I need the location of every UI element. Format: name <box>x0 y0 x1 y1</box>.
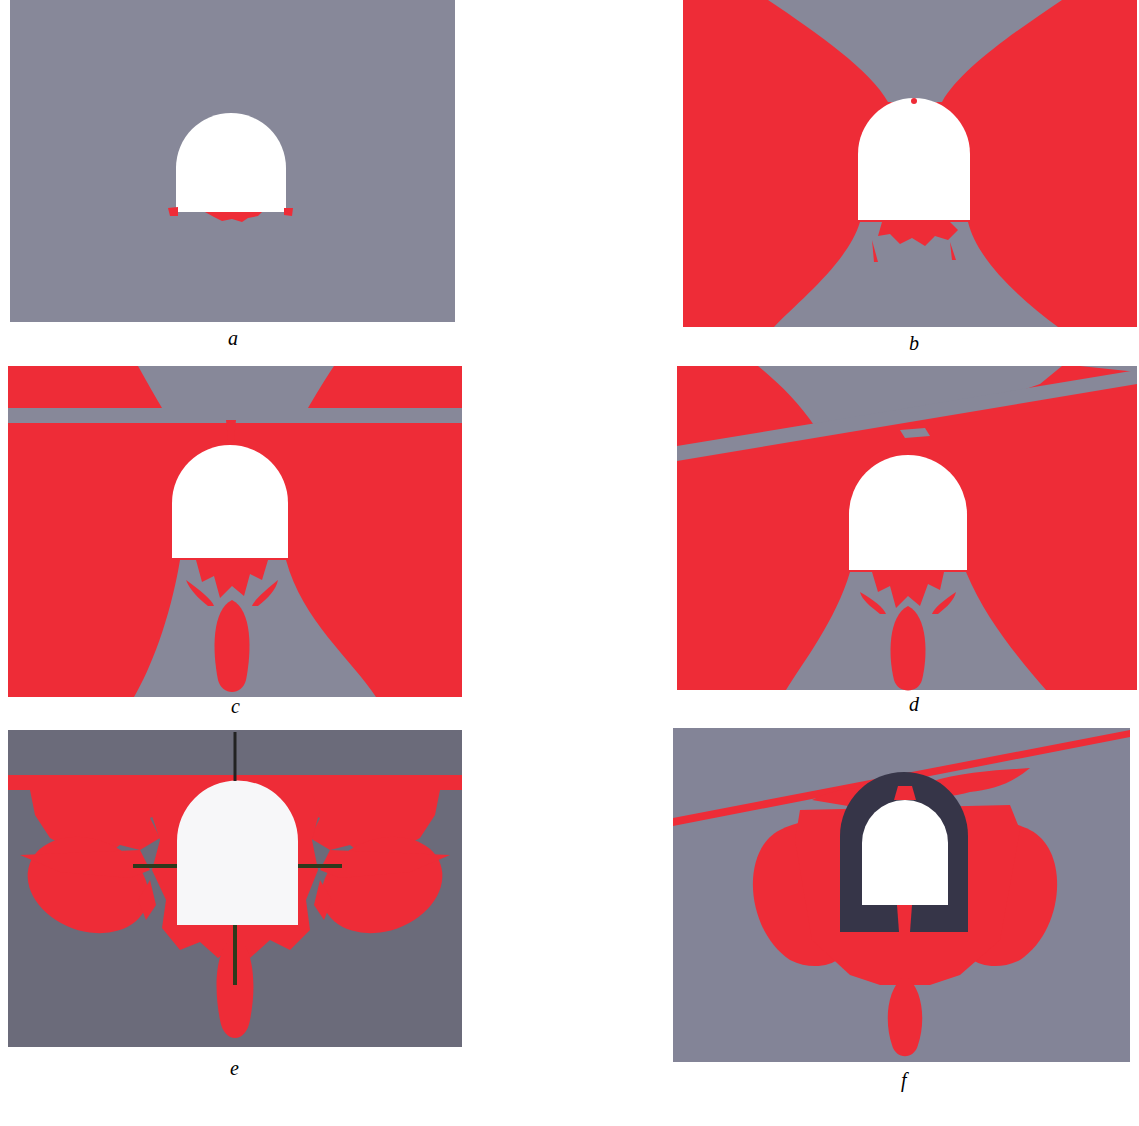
panel-label: b <box>909 332 919 354</box>
zone-shape <box>888 975 922 1056</box>
zone-shape <box>8 730 462 1047</box>
zone-shape <box>860 592 956 614</box>
zone-shape <box>872 572 944 608</box>
zone-shape <box>233 925 237 985</box>
zone-shape <box>234 732 237 781</box>
panel-f <box>673 728 1130 1062</box>
zone-shape <box>677 366 1137 690</box>
zone-shape <box>196 560 268 598</box>
zone-shape <box>176 113 286 212</box>
zone-shape <box>872 240 956 262</box>
zone-shape <box>774 222 1058 327</box>
zone-shape <box>134 560 376 697</box>
zone-shape <box>862 800 948 905</box>
zone-shape <box>172 445 288 558</box>
panel-b <box>683 0 1137 327</box>
zone-shape <box>786 572 1046 690</box>
panel-label: c <box>231 695 240 717</box>
zone-shape <box>683 0 1137 327</box>
zone-shape <box>284 208 293 216</box>
panel-label: f <box>901 1069 907 1091</box>
zone-shape <box>215 600 250 692</box>
zone-shape <box>891 606 926 691</box>
zone-shape <box>298 864 342 868</box>
zone-shape <box>10 0 455 322</box>
zone-shape <box>20 850 150 878</box>
panel-e <box>8 730 462 1047</box>
zone-shape <box>858 98 970 220</box>
zone-shape <box>900 428 930 438</box>
zone-shape <box>308 821 456 950</box>
panel-label: d <box>909 693 919 715</box>
zone-shape <box>673 728 1130 1062</box>
zone-shape <box>168 207 178 216</box>
zone-shape <box>768 0 1062 102</box>
zone-shape <box>133 864 177 868</box>
panel-a <box>10 0 455 322</box>
panel-label: a <box>228 327 238 349</box>
zone-shape <box>1080 366 1137 372</box>
zone-shape <box>840 772 968 932</box>
zone-shape <box>911 98 917 104</box>
zone-shape <box>14 821 162 950</box>
panel-d <box>677 366 1137 691</box>
zone-shape <box>8 366 462 697</box>
zone-shape <box>878 222 958 246</box>
zone-shape <box>677 370 1137 461</box>
zone-shape <box>205 212 262 222</box>
zone-shape <box>897 905 912 932</box>
zone-shape <box>849 455 967 570</box>
panel-c <box>8 366 462 697</box>
zone-shape <box>894 786 916 800</box>
panel-label: e <box>230 1057 239 1079</box>
zone-shape <box>226 420 236 440</box>
zone-shape <box>8 366 462 423</box>
zone-shape <box>177 780 298 925</box>
